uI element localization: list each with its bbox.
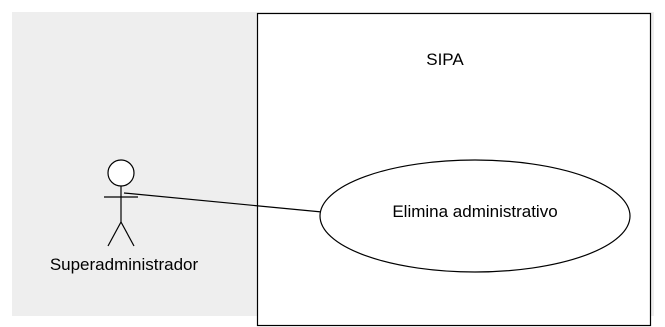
actor-right-leg	[120, 221, 135, 247]
actor-head	[107, 159, 135, 187]
system-title: SIPA	[426, 50, 464, 69]
actor-left-leg	[107, 221, 122, 247]
actor-label: Superadministrador	[49, 255, 199, 274]
use-case-ellipse[interactable]	[319, 159, 631, 273]
use-case-label: Elimina administrativo	[392, 202, 558, 221]
stick-figure-icon[interactable]	[104, 159, 138, 247]
association-line	[123, 192, 323, 213]
